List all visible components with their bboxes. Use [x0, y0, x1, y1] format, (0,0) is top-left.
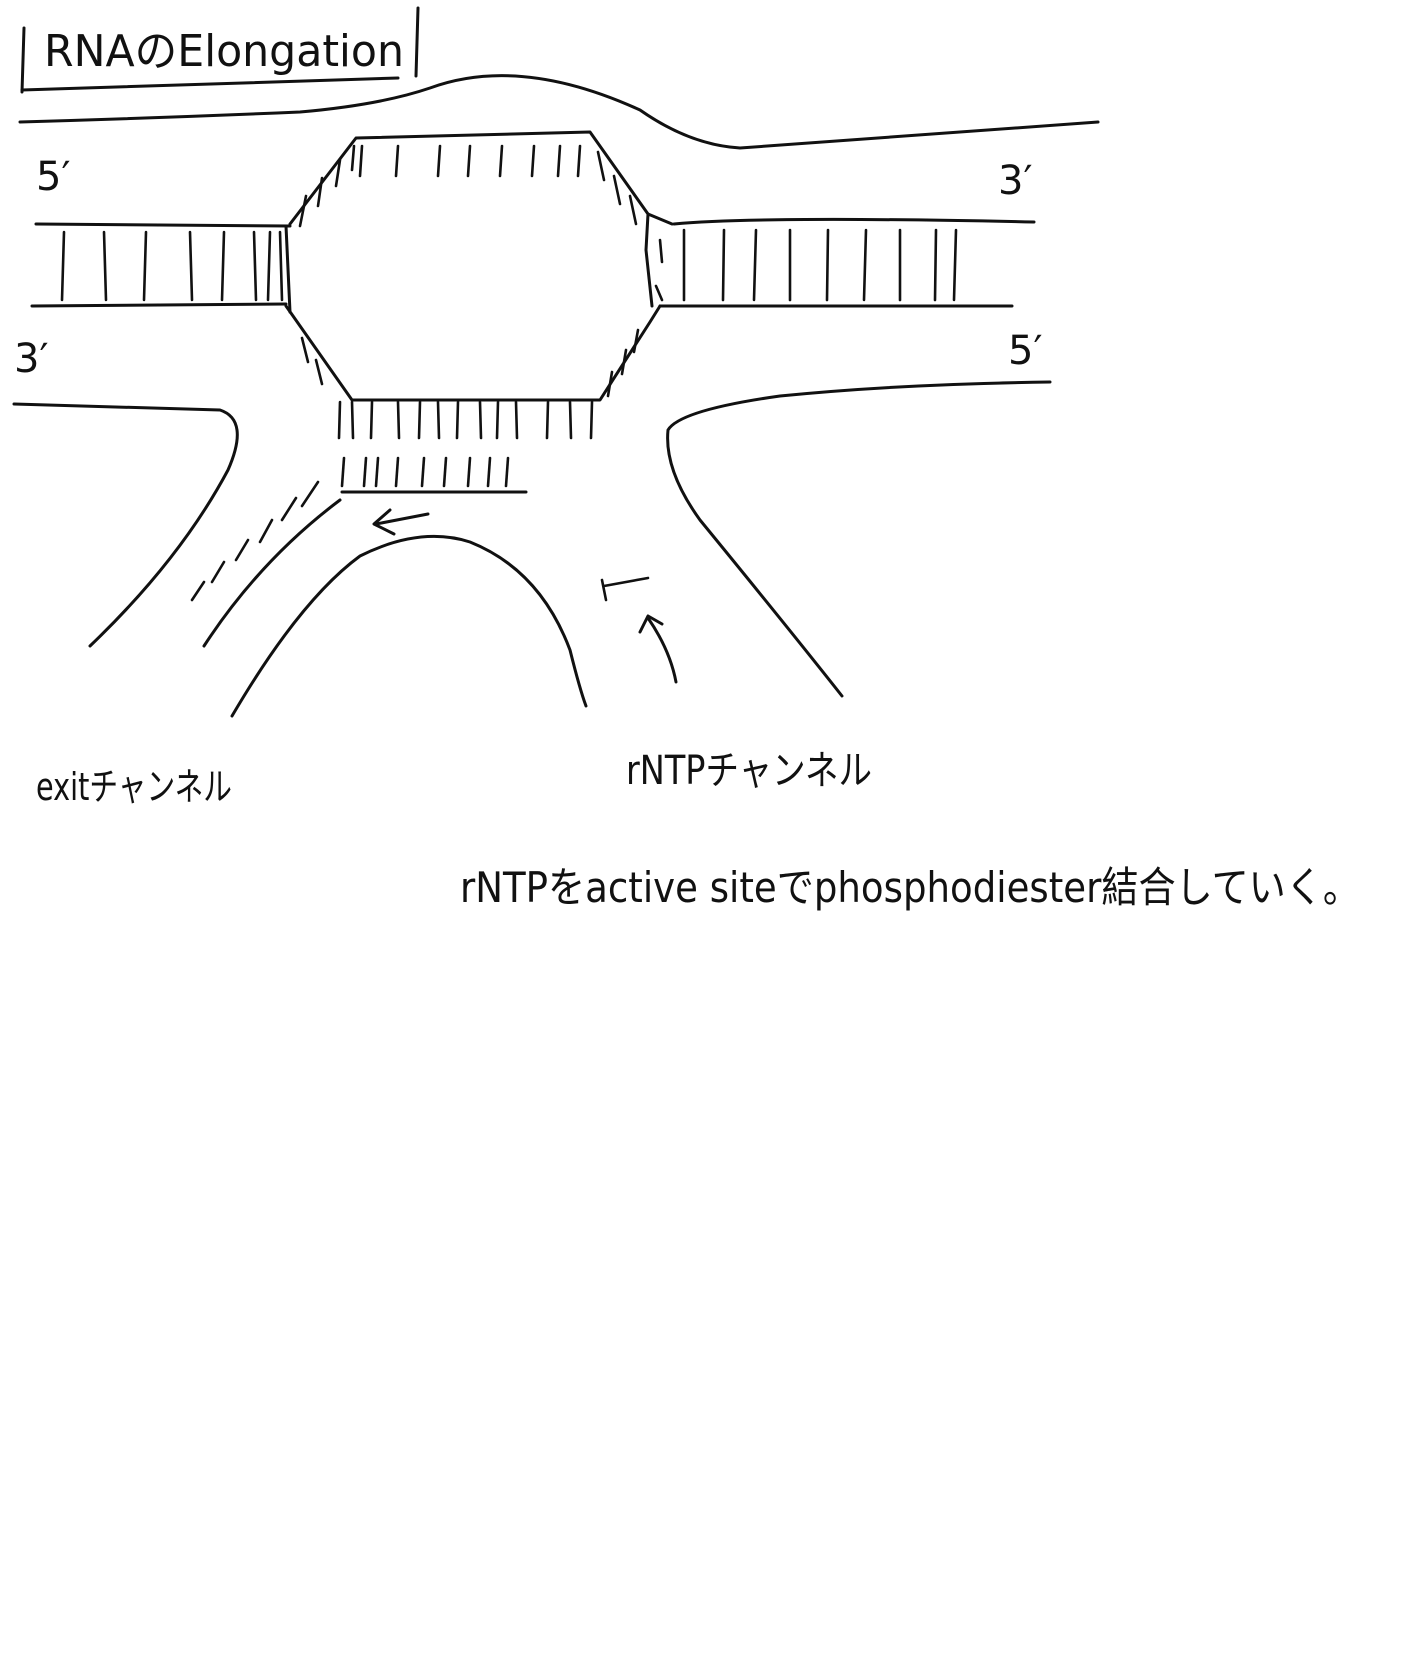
base-pair-rung	[302, 338, 308, 362]
base-pair-rung	[360, 146, 362, 176]
base-pair-rung	[419, 402, 420, 438]
right-duplex	[660, 219, 1034, 306]
base-pair-rung	[396, 146, 398, 176]
base-pair-rung	[371, 402, 372, 438]
label-top-right: 3′	[998, 158, 1033, 204]
base-pair-rung	[497, 402, 498, 438]
base-pair-rung	[352, 146, 354, 170]
bottom-strand-left	[14, 404, 237, 646]
base-pair-rung	[954, 230, 956, 300]
base-pair-rung	[500, 146, 502, 176]
base-pair-rung	[598, 152, 604, 180]
base-pair-rung	[630, 196, 636, 224]
base-pair-rung	[352, 402, 353, 438]
transcription-bubble	[286, 132, 672, 438]
base-pair-rung	[532, 146, 534, 176]
rna-base-rung	[212, 562, 224, 582]
base-pair-rung	[316, 360, 322, 384]
label-bottom-left: 3′	[14, 336, 49, 382]
bottom-strand-right	[668, 382, 1050, 696]
base-pair-rung	[339, 402, 340, 438]
label-bottom-right: 5′	[1008, 328, 1043, 374]
rna-base-rung	[282, 498, 296, 520]
base-pair-rung	[558, 146, 560, 176]
rntp-channel-label: rNTPチャンネル	[626, 748, 872, 794]
base-pair-rung	[506, 458, 508, 486]
base-pair-rung	[268, 232, 270, 300]
rntp-icon	[602, 578, 648, 600]
rna-base-rung	[302, 482, 318, 506]
base-pair-rung	[62, 232, 64, 300]
note-text: rNTPをactive siteでphosphodiester結合していく。	[460, 863, 1360, 912]
left-duplex	[32, 224, 290, 306]
base-pair-rung	[468, 458, 470, 486]
base-pair-rung	[488, 458, 490, 486]
base-pair-rung	[396, 458, 398, 486]
base-pair-rung	[547, 402, 548, 438]
base-pair-rung	[935, 230, 936, 300]
top-strand-line	[20, 76, 1098, 148]
label-top-left: 5′	[36, 154, 71, 200]
enzyme-arch	[232, 536, 586, 716]
title-text: RNAのElongation	[44, 26, 404, 77]
base-pair-rung	[364, 458, 366, 486]
base-pair-rung	[398, 402, 399, 438]
base-pair-rung	[457, 402, 458, 438]
base-pair-rung	[318, 178, 322, 206]
base-pair-rung	[444, 458, 446, 486]
base-pair-rung	[660, 240, 662, 262]
base-pair-rung	[222, 232, 224, 300]
rna-hybrid	[192, 458, 526, 646]
exit-channel-label: exitチャンネル	[36, 765, 232, 809]
base-pair-rung	[342, 458, 344, 486]
base-pair-rung	[480, 402, 481, 438]
base-pair-rung	[190, 232, 192, 300]
base-pair-rung	[723, 230, 724, 300]
base-pair-rung	[468, 146, 470, 176]
title-box: RNAのElongation	[22, 8, 418, 92]
base-pair-rung	[827, 230, 828, 300]
rna-base-rung	[236, 540, 248, 560]
base-pair-rung	[591, 402, 592, 438]
base-pair-rung	[578, 146, 580, 176]
base-pair-rung	[422, 458, 424, 486]
base-pair-rung	[656, 286, 662, 300]
arrow-up-icon	[640, 616, 676, 682]
base-pair-rung	[144, 232, 146, 300]
base-pair-rung	[570, 402, 571, 438]
rna-base-rung	[192, 582, 204, 600]
base-pair-rung	[754, 230, 756, 300]
base-pair-rung	[438, 402, 439, 438]
base-pair-rung	[376, 458, 378, 486]
base-pair-rung	[614, 176, 620, 204]
base-pair-rung	[516, 402, 517, 438]
base-pair-rung	[280, 232, 282, 300]
base-pair-rung	[254, 232, 256, 300]
rna-base-rung	[260, 520, 272, 542]
base-pair-rung	[438, 146, 440, 176]
base-pair-rung	[864, 230, 866, 300]
arrow-left-icon	[374, 510, 428, 534]
base-pair-rung	[104, 232, 106, 300]
